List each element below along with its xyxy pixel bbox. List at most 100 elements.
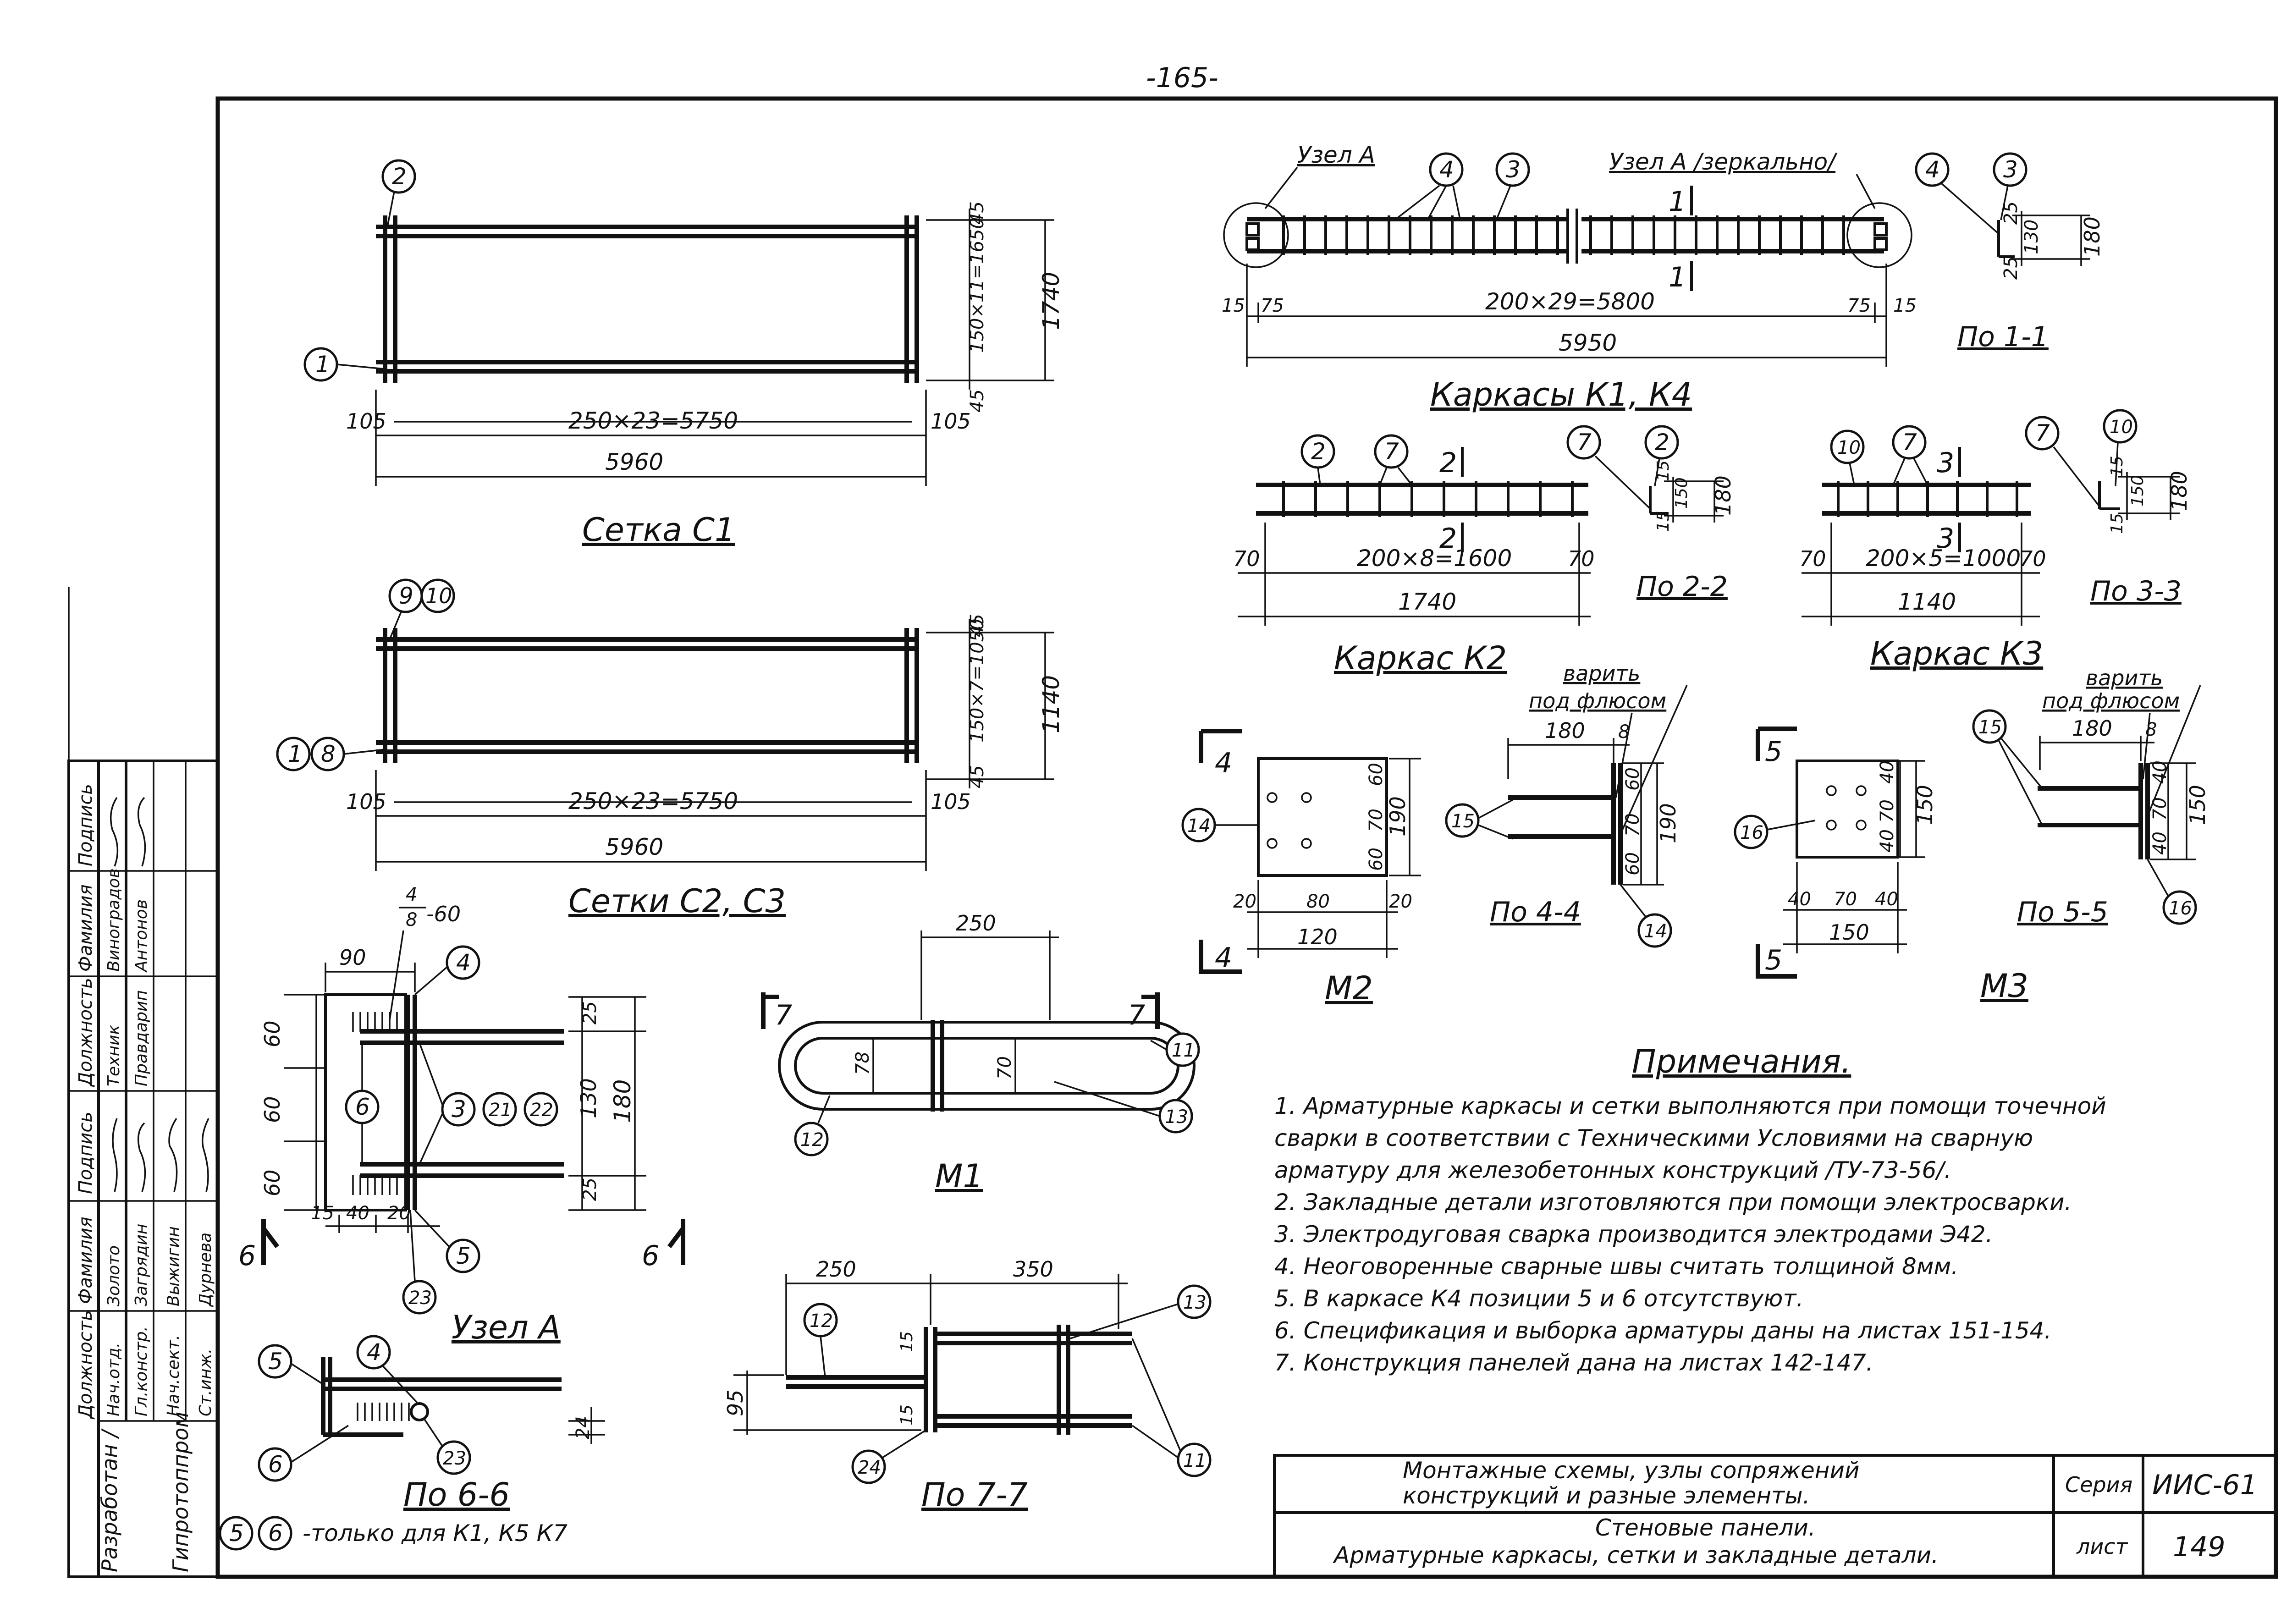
m2-d20a: 20 bbox=[1233, 891, 1256, 912]
m2-d60a: 60 bbox=[1366, 763, 1387, 786]
k2e-dim-total: 1740 bbox=[1398, 589, 1456, 615]
m2-pos-14: 14 bbox=[1187, 815, 1211, 837]
plate-hole bbox=[1826, 820, 1837, 831]
m1-pos-11: 11 bbox=[1172, 1040, 1195, 1061]
k3e-cut-top: 3 bbox=[1937, 447, 1954, 479]
note-line-1: 1. Арматурные каркасы и сетки выполняютс… bbox=[1274, 1093, 2106, 1119]
p11-title: По 1-1 bbox=[1957, 321, 2049, 353]
stamp-pos-2: Гл.констр. bbox=[132, 1326, 151, 1416]
k1-dim-75a: 75 bbox=[1261, 295, 1284, 316]
uzel-pos-4: 4 bbox=[456, 949, 471, 976]
p55-d40a: 40 bbox=[2149, 760, 2171, 784]
p22-d15: 15 bbox=[1654, 460, 1673, 481]
k1-dim-75b: 75 bbox=[1847, 295, 1871, 316]
plate-hole bbox=[1301, 792, 1312, 803]
p22-d150: 150 bbox=[1672, 477, 1691, 509]
stamp-pos-3: Нач.сект. bbox=[164, 1335, 183, 1416]
p22-d180: 180 bbox=[1711, 475, 1736, 516]
p33-d180: 180 bbox=[2167, 471, 2192, 511]
k3e-dim-l: 70 bbox=[1799, 546, 1826, 571]
uzel-cut-l: 6 bbox=[238, 1240, 256, 1272]
tb-line2: конструкций и разные элементы. bbox=[1403, 1482, 1810, 1509]
p55-title: По 5-5 bbox=[2017, 896, 2108, 928]
uzel-pos-21: 21 bbox=[489, 1100, 512, 1121]
p66-pos-4: 4 bbox=[367, 1339, 381, 1365]
karkas-k2-elevation: 2 7 2 2 200×8=1600 1740 70 70 bbox=[1233, 434, 1595, 626]
p11-d130: 130 bbox=[2021, 220, 2042, 254]
c2-pos-9: 9 bbox=[399, 583, 413, 609]
p44-d60a: 60 bbox=[1622, 767, 1643, 791]
note-line-7: 5. В каркасе К4 позиции 5 и 6 отсутствую… bbox=[1274, 1285, 1803, 1312]
p22-d15b: 15 bbox=[1654, 511, 1673, 532]
p77-d95: 95 bbox=[723, 1389, 748, 1416]
note-line-8: 6. Спецификация и выборка арматуры даны … bbox=[1274, 1317, 2051, 1344]
k2e-cut-top: 2 bbox=[1439, 447, 1457, 479]
stamp-org2: Гипротоппром bbox=[168, 1412, 193, 1572]
m3-title: М3 bbox=[1980, 967, 2028, 1005]
plate-hole bbox=[1856, 820, 1867, 831]
p77-d350: 350 bbox=[1013, 1257, 1053, 1282]
p33-pos-7: 7 bbox=[2035, 420, 2050, 446]
m3-h70: 70 bbox=[1877, 799, 1898, 823]
uzel-d20: 20 bbox=[387, 1203, 411, 1224]
tb-series-label: Серия bbox=[2065, 1472, 2132, 1497]
k3e-pos-10: 10 bbox=[1837, 437, 1861, 458]
c1-pos-2: 2 bbox=[392, 163, 407, 190]
k2-d8: 8 bbox=[1618, 721, 1630, 743]
k3e-pos-7: 7 bbox=[1902, 429, 1917, 456]
po-1-1: 4 3 25 130 25 180 По 1-1 bbox=[1915, 152, 2105, 353]
tb-line3: Стеновые панели. bbox=[1595, 1514, 1816, 1541]
k2-weld: варить bbox=[1563, 661, 1640, 686]
stamp-h5: Фамилия bbox=[75, 884, 96, 972]
c2-dim-v-total: 1140 bbox=[1038, 675, 1064, 733]
p55-pos-15: 15 bbox=[1978, 717, 2002, 738]
p44-d60b: 60 bbox=[1622, 852, 1643, 875]
m2-d20b: 20 bbox=[1389, 891, 1412, 912]
uzel-cut-r: 6 bbox=[642, 1240, 659, 1272]
stamp-h1: Должность bbox=[75, 1310, 96, 1420]
p77-pos-13: 13 bbox=[1183, 1292, 1207, 1313]
m3-d40a: 40 bbox=[1788, 889, 1811, 910]
m1-d78: 78 bbox=[852, 1051, 873, 1075]
stamp-h6: Подпись bbox=[75, 784, 96, 866]
k3-d8: 8 bbox=[2145, 719, 2157, 740]
k2e-pos-2: 2 bbox=[1311, 438, 1326, 465]
k3-weld2: под флюсом bbox=[2042, 688, 2180, 713]
c1-dim-v-bot: 45 bbox=[967, 389, 988, 413]
m2-cut-top: 4 bbox=[1215, 747, 1232, 779]
m1-d250: 250 bbox=[956, 911, 996, 936]
karkasy-k1-k4: Узел А Узел А /зеркально/ 4 3 1 1 200×29… bbox=[1222, 142, 1917, 413]
notes: Примечания. 1. Арматурные каркасы и сетк… bbox=[1274, 1043, 2106, 1376]
uzel-d180: 180 bbox=[609, 1079, 636, 1123]
uzel-d60a: 60 bbox=[260, 1020, 285, 1047]
p66-note-6: 6 bbox=[268, 1520, 283, 1547]
p77-d15b: 15 bbox=[898, 1404, 916, 1426]
p33-pos-10: 10 bbox=[2110, 417, 2133, 438]
p44-d190: 190 bbox=[1656, 803, 1680, 843]
p55-d70: 70 bbox=[2149, 797, 2171, 820]
k3-d180: 180 bbox=[2072, 716, 2112, 741]
uzel-pos-3: 3 bbox=[452, 1096, 466, 1123]
p55-pos-16: 16 bbox=[2169, 898, 2192, 919]
c1-dim-rows: 250×23=5750 bbox=[568, 407, 738, 434]
p77-d250: 250 bbox=[816, 1257, 856, 1282]
k1-cut-top: 1 bbox=[1669, 186, 1686, 218]
stamp-pos-4: Ст.инж. bbox=[196, 1349, 215, 1416]
k1-cut-bot: 1 bbox=[1669, 261, 1686, 293]
p77-d15a: 15 bbox=[898, 1331, 916, 1352]
p66-pos-6: 6 bbox=[268, 1451, 283, 1478]
uzel-d60c: 60 bbox=[260, 1169, 285, 1196]
stamp-h2: Фамилия bbox=[75, 1217, 96, 1304]
stamp-name-2: Загрядин bbox=[132, 1224, 151, 1306]
title-block: Монтажные схемы, узлы сопряжений констру… bbox=[1273, 1454, 2277, 1578]
k2e-cut-bot: 2 bbox=[1439, 523, 1457, 555]
m2-d70: 70 bbox=[1366, 809, 1387, 832]
m2-d190: 190 bbox=[1385, 796, 1410, 837]
k2e-dim-main: 200×8=1600 bbox=[1357, 545, 1512, 572]
p33-title: По 3-3 bbox=[2090, 575, 2182, 607]
po-6-6: 24 5 4 6 23 По 6-6 5 6 -только для К1, К… bbox=[219, 1335, 605, 1551]
c1-dim-v-total: 1740 bbox=[1038, 272, 1064, 330]
c2-dim-v-top: 45 bbox=[967, 614, 988, 637]
tb-line4: Арматурные каркасы, сетки и закладные де… bbox=[1333, 1542, 1939, 1569]
uzel-d15: 15 bbox=[311, 1203, 334, 1224]
